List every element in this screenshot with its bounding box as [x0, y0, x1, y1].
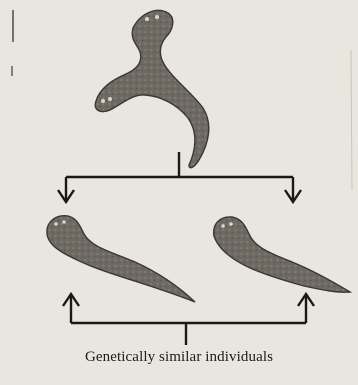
split-arrows: [58, 152, 301, 202]
eye-spot: [155, 15, 159, 19]
eye-spot: [221, 224, 225, 228]
eye-spot: [108, 97, 112, 101]
similarity-arrows: [63, 294, 314, 345]
eye-spot: [229, 222, 233, 226]
planarian-left: [47, 216, 195, 302]
eye-spot: [145, 17, 149, 21]
scan-mark: [351, 50, 352, 190]
eye-spot: [62, 220, 66, 224]
caption: Genetically similar individuals: [0, 349, 358, 366]
eye-spot: [101, 99, 105, 103]
eye-spot: [54, 222, 58, 226]
planarian-splitting: [95, 10, 208, 167]
planarian-right: [214, 217, 350, 292]
